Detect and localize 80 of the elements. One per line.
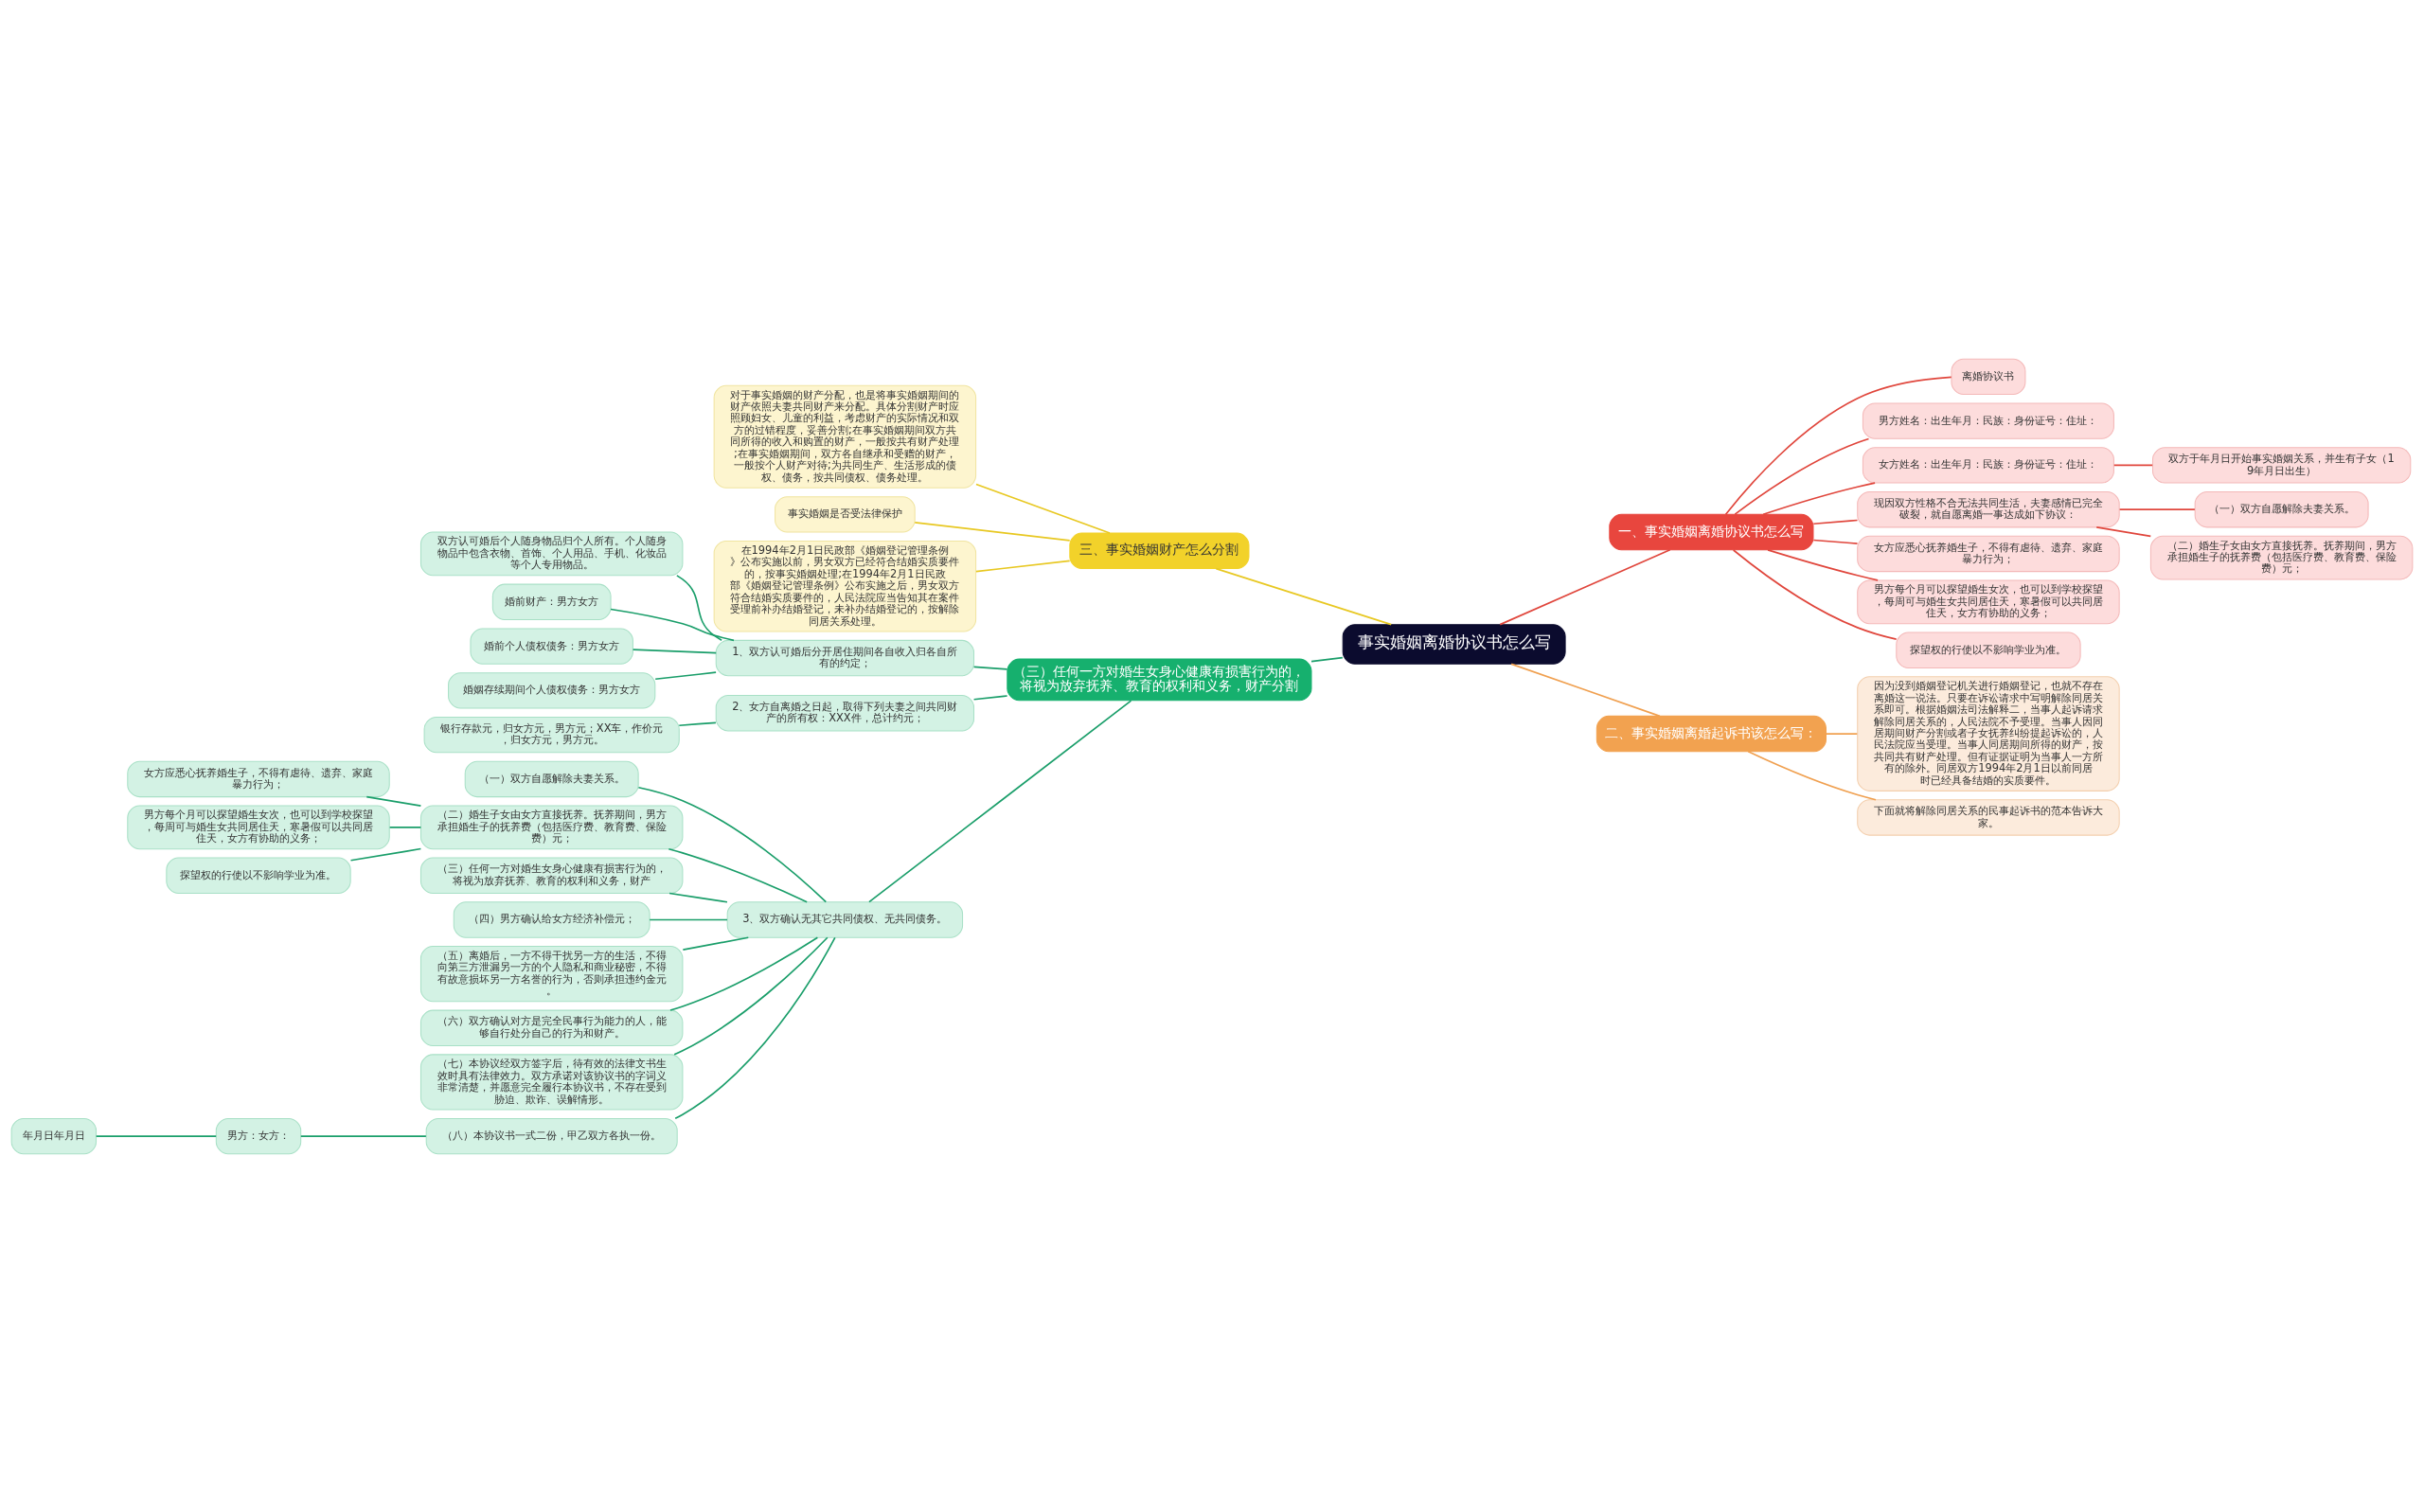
node-box: 年月日年月日 bbox=[10, 1117, 98, 1154]
node-box: 婚前个人债权债务：男方女方 bbox=[470, 627, 633, 665]
node-box: 三、事实婚姻财产怎么分割 bbox=[1069, 532, 1250, 569]
connector bbox=[972, 694, 1008, 701]
connector bbox=[95, 1134, 217, 1137]
connector bbox=[388, 826, 422, 828]
node-box: 离婚协议书 bbox=[1951, 358, 2026, 395]
node-box: （三）任何一方对婚生女身心健康有损害行为的，将视为放弃抚养、教育的权利和义务，财产分割 bbox=[1007, 658, 1312, 701]
node-box: 男方姓名：出生年月：民族：身份证号：住址： bbox=[1862, 401, 2114, 439]
node-box: 1、双方认可婚后分开居住期间各自收入归各自所有的约定； bbox=[715, 639, 975, 676]
connector bbox=[678, 721, 717, 726]
connector bbox=[299, 1134, 427, 1137]
connector bbox=[682, 935, 750, 951]
node-box: 事实婚姻是否受法律保护 bbox=[775, 495, 916, 533]
connector bbox=[1732, 548, 1898, 640]
connector bbox=[649, 918, 728, 920]
node-box: （四）男方确认给女方经济补偿元； bbox=[453, 900, 651, 938]
connector bbox=[868, 699, 1132, 902]
connector bbox=[673, 935, 829, 1056]
connector bbox=[676, 574, 722, 641]
node-box: （七）本协议经双方签字后，待有效的法律文书生效时具有法律效力。双方承诺对该协议书的字词义非常清楚，并愿意完全履行本协议书，不存在受到胁迫、欺诈、误解情形。 bbox=[419, 1053, 684, 1111]
node-box: 婚前财产：男方女方 bbox=[491, 583, 612, 620]
connector bbox=[1812, 539, 1859, 544]
connector bbox=[1310, 656, 1344, 662]
connector bbox=[1812, 519, 1859, 525]
connector bbox=[654, 670, 717, 680]
connector bbox=[349, 847, 422, 862]
connector bbox=[972, 666, 1008, 670]
node-box: 女方应悉心抚养婚生子，不得有虐待、遗弃、家庭暴力行为； bbox=[127, 760, 390, 797]
node-box: 下面就将解除同居关系的民事起诉书的范本告诉大家。 bbox=[1857, 798, 2120, 836]
connector bbox=[669, 935, 819, 1011]
node-box: （一）双方自愿解除夫妻关系。 bbox=[2194, 490, 2369, 527]
connector bbox=[1510, 663, 1661, 717]
node-box: （二）婚生子女由女方直接抚养。抚养期间，男方承担婚生子的抚养费（包括医疗费、教育费、保险费）元； bbox=[419, 804, 684, 849]
connector bbox=[674, 936, 836, 1119]
connector bbox=[975, 560, 1071, 572]
node-box: （三）任何一方对婚生女身心健康有损害行为的，将视为放弃抚养、教育的权利和义务，财产 bbox=[419, 857, 684, 894]
connector bbox=[1215, 567, 1393, 625]
node-box: 一、事实婚姻离婚协议书怎么写 bbox=[1609, 513, 1814, 550]
node-box: 因为没到婚姻登记机关进行婚姻登记，也就不存在离婚这一说法。只要在诉讼请求中写明解除同居关系即可。根据婚姻法司法解释二，当事人起诉请求解除同居关系的，人民法院不予受理。当事人因同居期间财产分割或者子女抚养纠纷提起诉讼的，人民法院应当受理。当事人同居期间所得的财产，按共同共有财产处理。但有证据证明为当事人一方所有的除外。同居双方1994年2月1日以前同居时已经具备结婚的实质要件。 bbox=[1857, 675, 2120, 792]
connector bbox=[2112, 464, 2153, 466]
node-box: 双方认可婚后个人随身物品归个人所有。个人随身物品中包含衣物、首饰、个人用品、手机、化妆品等个人专用物品。 bbox=[419, 531, 684, 576]
node-box: （二）婚生子女由女方直接抚养。抚养期间，男方承担婚生子的抚养费（包括医疗费、教育费、保险费）元； bbox=[2149, 535, 2414, 579]
connector bbox=[2118, 507, 2196, 510]
node-box: 二、事实婚姻离婚起诉书该怎么写： bbox=[1595, 715, 1827, 752]
connector bbox=[1825, 732, 1859, 735]
node-box: 男方每个月可以探望婚生女次，也可以到学校探望，每周可与婚生女共同居住天，寒暑假可以共同居住天，女方有协助的义务； bbox=[127, 804, 390, 849]
node-box: 2、女方自离婚之日起，取得下列夫妻之间共同财产的所有权：XXX件，总计约元； bbox=[715, 694, 975, 731]
connector bbox=[668, 847, 809, 902]
node-box: 女方应悉心抚养婚生子，不得有虐待、遗弃、家庭暴力行为； bbox=[1857, 535, 2120, 572]
connector bbox=[632, 648, 718, 653]
node-box: （六）双方确认对方是完全民事行为能力的人，能够自行处分自己的行为和财产。 bbox=[419, 1009, 684, 1046]
node-box: 女方姓名：出生年月：民族：身份证号：住址： bbox=[1862, 446, 2114, 484]
node-box: 婚姻存续期间个人债权债务：男方女方 bbox=[448, 671, 656, 709]
node-box: （八）本协议书一式二份，甲乙双方各执一份。 bbox=[425, 1117, 678, 1154]
node-box: 双方于年月日开始事实婚姻关系，并生有子女（19年月日出生） bbox=[2151, 446, 2412, 484]
node-box: 男方：女方： bbox=[215, 1117, 302, 1154]
connector bbox=[975, 483, 1111, 534]
node-box: 探望权的行使以不影响学业为准。 bbox=[1896, 631, 2081, 668]
connector bbox=[2095, 525, 2152, 537]
node-box: 男方每个月可以探望婚生女次，也可以到学校探望，每周可与婚生女共同居住天，寒暑假可以共同居住天，女方有协助的义务； bbox=[1857, 578, 2120, 624]
node-box: 3、双方确认无其它共同债权、无共同债务。 bbox=[726, 900, 964, 938]
connector bbox=[1767, 548, 1879, 581]
node-box: 银行存款元，归女方元，男方元；XX车，作价元，归女方元，男方元。 bbox=[423, 716, 680, 753]
node-box: 对于事实婚姻的财产分配，也是将事实婚姻期间的财产依照夫妻共同财产来分配。具体分割财产时应照顾妇女、儿童的利益，考虑财产的实际情况和双方的过错程度，妥善分割;在事实婚姻期间双方共同所得的收入和购置的财产，一般按共有财产处理;在事实婚姻期间，双方各自继承和受赠的财产，一般按个人财产对待;为共同生产、生活形成的债权、债务，按共同债权、债务处理。 bbox=[713, 384, 977, 489]
connector bbox=[1724, 376, 1952, 515]
connector bbox=[1734, 437, 1870, 515]
node-box: 在1994年2月1日民政部《婚姻登记管理条例》公布实施以前，男女双方已经符合结婚实质要件的，按事实婚姻处理;在1994年2月1日民政部《婚姻登记管理条例》公布实施之后，男女双方符合结婚实质要件的，人民法院应当告知其在案件受理前补办结婚登记，未补办结婚登记的，按解除同居关系处理。 bbox=[713, 540, 977, 632]
node-box: 探望权的行使以不影响学业为准。 bbox=[166, 857, 351, 894]
node-box: （一）双方自愿解除夫妻关系。 bbox=[464, 760, 639, 797]
node-box: （五）离婚后，一方不得干扰另一方的生活，不得向第三方泄漏另一方的个人隐私和商业秘密，不得有故意损坏另一方名誉的行为，否则承担违约金元。 bbox=[419, 945, 684, 1002]
connector bbox=[365, 795, 422, 807]
connector bbox=[610, 608, 735, 641]
connector bbox=[637, 786, 828, 902]
connector bbox=[668, 892, 728, 903]
connector bbox=[1499, 548, 1671, 625]
connector bbox=[1762, 481, 1876, 515]
connector bbox=[914, 521, 1071, 542]
node-box: 事实婚姻离婚协议书怎么写 bbox=[1342, 623, 1566, 665]
node-box: 现因双方性格不合无法共同生活，夫妻感情已完全破裂，就自愿离婚一事达成如下协议： bbox=[1857, 490, 2120, 527]
